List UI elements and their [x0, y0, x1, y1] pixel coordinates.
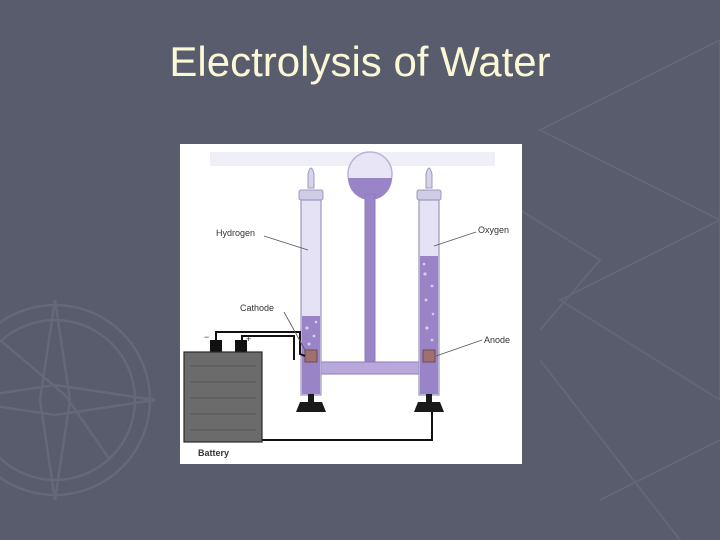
- figure-header-strip: [210, 152, 495, 166]
- reservoir-bulb: [347, 151, 393, 365]
- label-minus-terminal: −: [204, 332, 209, 342]
- label-oxygen: Oxygen: [478, 225, 509, 235]
- tube-stands: [296, 394, 444, 412]
- label-plus-terminal: +: [246, 334, 251, 344]
- cathode-electrode: [304, 349, 318, 363]
- label-battery: Battery: [198, 448, 229, 458]
- label-hydrogen: Hydrogen: [216, 228, 255, 238]
- gas-bubbles: [305, 262, 435, 346]
- connecting-tube: [305, 361, 433, 375]
- label-anode: Anode: [484, 335, 510, 345]
- anode-electrode: [422, 349, 436, 363]
- slide-title: Electrolysis of Water: [169, 38, 551, 85]
- battery: [183, 340, 263, 443]
- triangle-pattern: [519, 38, 720, 540]
- leader-lines: [263, 231, 483, 357]
- oxygen-tube: [416, 167, 442, 396]
- hydrogen-tube: [298, 167, 324, 396]
- circuit-wires: [215, 331, 433, 441]
- compass-rose-icon: [0, 299, 156, 501]
- electrolysis-diagram: Hydrogen Oxygen Cathode Anode Battery − …: [180, 144, 522, 464]
- label-cathode: Cathode: [240, 303, 274, 313]
